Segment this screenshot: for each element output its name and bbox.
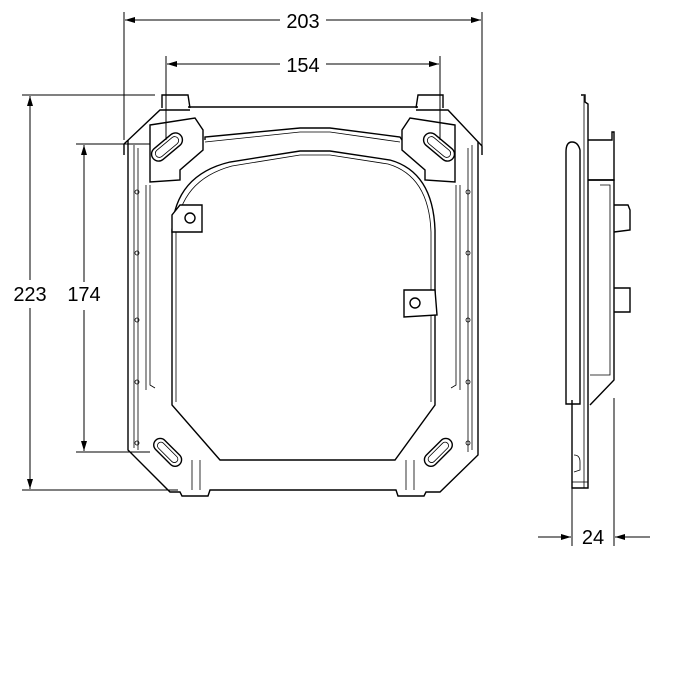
dimension-label-203: 203 [286,11,319,33]
mounting-lug-right [403,289,438,318]
front-view [123,94,483,497]
dimension-hole-spacing-vertical: 174 [67,143,150,453]
slot-hole-bottom-right [423,437,453,467]
mounting-lug-left [171,204,203,233]
slot-hole-top-left [150,132,184,162]
dimension-label-154: 154 [286,55,319,77]
dimension-overall-height: 223 [13,94,178,491]
slot-hole-bottom-left [153,437,183,467]
dimension-label-174: 174 [67,284,100,306]
dimension-depth: 24 [538,398,650,549]
dimension-label-223: 223 [13,284,46,306]
dimension-hole-spacing-horizontal: 154 [165,55,441,140]
side-view [565,94,631,489]
dimension-overall-width: 203 [123,11,483,150]
slot-hole-top-right [422,132,456,162]
dimension-label-24: 24 [582,527,604,549]
